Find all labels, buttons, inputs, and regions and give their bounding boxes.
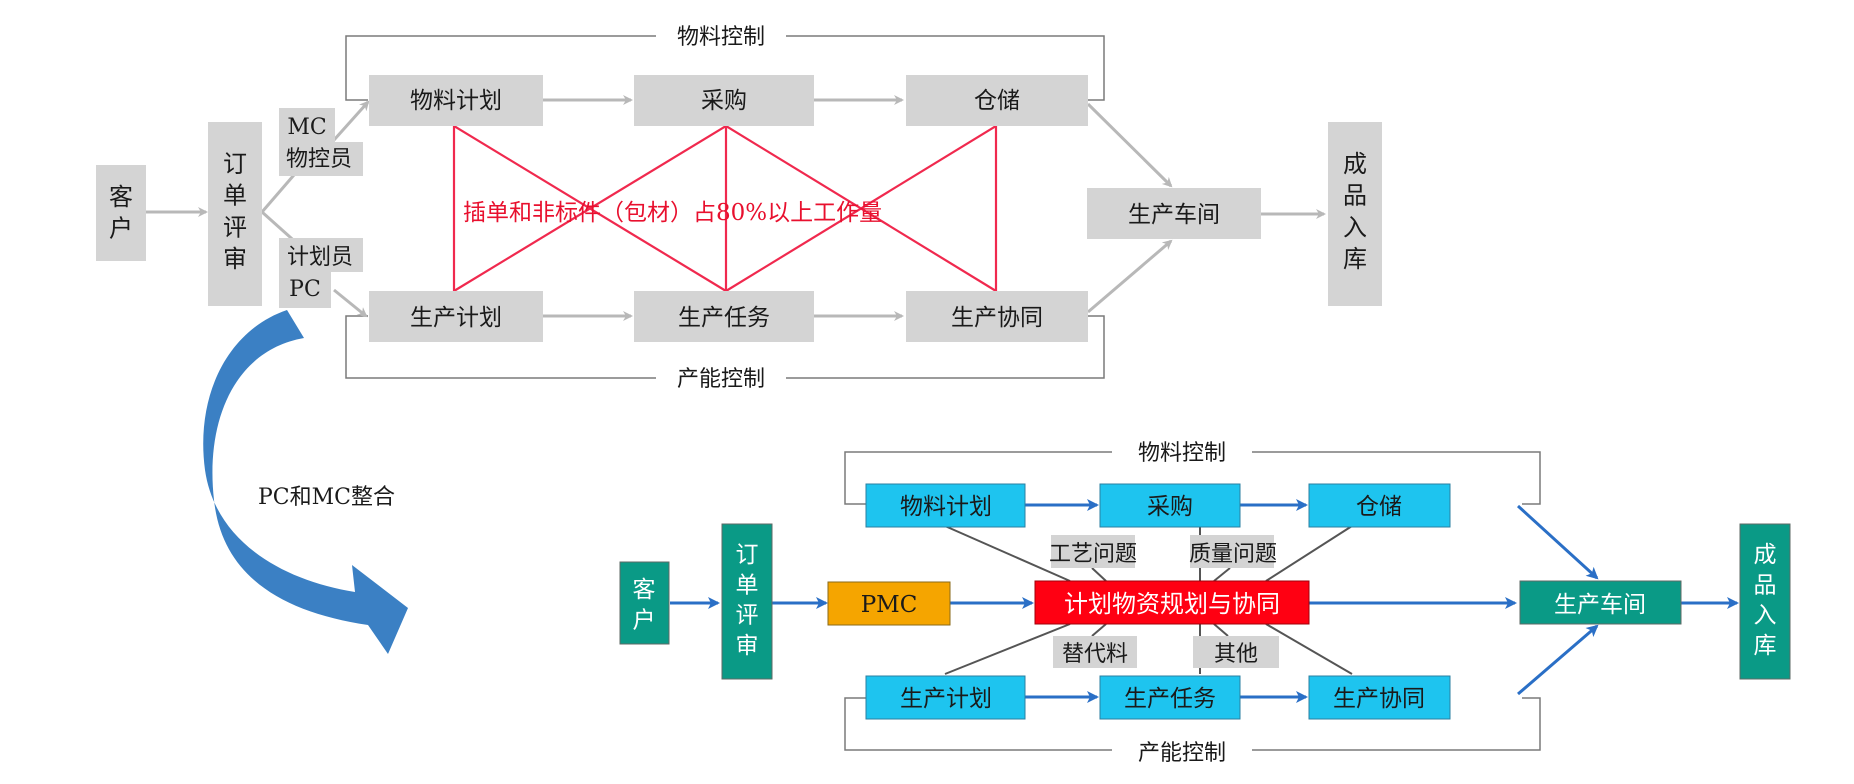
before-purchasing-label: 采购	[701, 88, 747, 114]
before-order-review-label: 订单评审	[223, 150, 247, 273]
before-production-plan-label: 生产计划	[410, 305, 502, 331]
vertical-char: 评	[736, 603, 759, 629]
pmc-label: PMC	[861, 592, 918, 618]
before-customer-box: 客户	[96, 165, 146, 261]
after-production-task-label: 生产任务	[1124, 686, 1216, 712]
before-production-task-label: 生产任务	[678, 305, 770, 331]
arrow-warehouse-to-workshop	[1086, 102, 1173, 188]
before-workshop-label: 生产车间	[1128, 202, 1220, 228]
after-customer-label: 客户	[633, 577, 656, 633]
vertical-char: 单	[736, 572, 759, 598]
after-purchasing-label: 采购	[1147, 494, 1193, 520]
arrow-coord-to-workshop	[1087, 239, 1173, 314]
capacity-control-label: 产能控制	[677, 367, 765, 392]
pmc-box: PMC	[827, 581, 951, 626]
pc-role-code: PC	[289, 277, 321, 302]
pc-role-box: 计划员 PC	[279, 238, 363, 308]
issue-other-label: 其他	[1214, 642, 1258, 667]
after-arrow-coord-to-workshop	[1517, 624, 1599, 696]
issue-tag-substitute: 替代料	[1053, 636, 1137, 668]
after-workshop-box: 生产车间	[1519, 580, 1682, 625]
issue-substitute-label: 替代料	[1062, 642, 1128, 667]
before-warehouse-box: 仓储	[906, 75, 1088, 126]
after-production-plan-label: 生产计划	[900, 686, 992, 712]
after-arrow-warehouse-to-workshop	[1516, 504, 1599, 580]
issue-tag-quality: 质量问题	[1189, 535, 1277, 568]
transition-label: PC和MC整合	[258, 485, 395, 510]
after-diagram: 物料控制 产能控制 工艺问题 质量问题 替代料	[619, 436, 1791, 766]
vertical-char: 客	[633, 577, 656, 603]
vertical-char: 成	[1343, 150, 1367, 178]
before-customer-label: 客户	[109, 183, 133, 243]
before-production-coord-label: 生产协同	[951, 305, 1043, 331]
material-control-label: 物料控制	[677, 25, 765, 50]
workload-cross-lines	[452, 125, 998, 292]
mc-role-title: 物控员	[286, 147, 352, 172]
after-material-plan-label: 物料计划	[900, 494, 992, 520]
before-purchasing-box: 采购	[634, 75, 814, 126]
after-workshop-label: 生产车间	[1554, 592, 1646, 618]
after-warehouse-box: 仓储	[1308, 483, 1451, 528]
vertical-char: 审	[736, 633, 759, 659]
after-warehouse-label: 仓储	[1356, 494, 1402, 520]
vertical-char: 审	[223, 245, 247, 273]
after-order-review-label: 订单评审	[736, 542, 759, 659]
after-production-coord-label: 生产协同	[1333, 686, 1425, 712]
after-production-plan-box: 生产计划	[865, 675, 1026, 720]
mc-role-code: MC	[287, 115, 326, 140]
after-material-control-label: 物料控制	[1138, 441, 1226, 466]
before-finished-goods-label: 成品入库	[1343, 150, 1367, 273]
vertical-char: 成	[1754, 542, 1777, 568]
vertical-char: 订	[223, 150, 247, 178]
after-order-review-box: 订单评审	[721, 523, 773, 680]
before-warehouse-label: 仓储	[974, 88, 1020, 114]
issue-tag-process: 工艺问题	[1049, 535, 1137, 568]
workload-note: 插单和非标件（包材）占80%以上工作量	[463, 200, 882, 226]
core-label: 计划物资规划与协同	[1064, 590, 1280, 618]
before-order-review-box: 订单评审	[208, 122, 262, 306]
vertical-char: 订	[736, 542, 759, 568]
vertical-char: 户	[633, 607, 656, 633]
vertical-char: 客	[109, 183, 133, 211]
vertical-char: 品	[1754, 572, 1777, 598]
curved-arrow-icon	[203, 310, 408, 654]
after-production-coord-box: 生产协同	[1308, 675, 1451, 720]
before-production-task-box: 生产任务	[634, 291, 814, 342]
transition: PC和MC整合	[203, 310, 408, 654]
before-production-coord-box: 生产协同	[906, 291, 1088, 342]
after-material-plan-box: 物料计划	[865, 483, 1026, 528]
after-finished-goods-box: 成品入库	[1739, 523, 1791, 680]
vertical-char: 评	[223, 213, 247, 241]
after-customer-box: 客户	[619, 561, 670, 645]
vertical-char: 库	[1754, 633, 1777, 659]
vertical-char: 单	[223, 182, 247, 210]
after-finished-goods-label: 成品入库	[1754, 542, 1777, 659]
core-box: 计划物资规划与协同	[1034, 580, 1310, 625]
issue-tag-other: 其他	[1193, 636, 1279, 668]
after-capacity-control-label: 产能控制	[1138, 741, 1226, 766]
issue-quality-label: 质量问题	[1189, 542, 1277, 567]
before-production-plan-box: 生产计划	[369, 291, 543, 342]
before-finished-goods-box: 成品入库	[1328, 122, 1382, 306]
before-material-plan-label: 物料计划	[410, 88, 502, 114]
before-diagram: 物料控制 产能控制 插单和非标件（包材）占80%以上工作量	[96, 20, 1382, 392]
mc-role-box: MC 物控员	[279, 108, 363, 176]
before-material-plan-box: 物料计划	[369, 75, 543, 126]
pc-role-title: 计划员	[287, 245, 353, 270]
arrow-mc-to-material-plan	[332, 100, 370, 142]
vertical-char: 入	[1754, 603, 1777, 629]
after-production-task-box: 生产任务	[1099, 675, 1241, 720]
arrow-pc-to-production-plan	[333, 288, 368, 318]
vertical-char: 品	[1343, 182, 1367, 210]
vertical-char: 入	[1343, 213, 1367, 241]
vertical-char: 户	[109, 215, 133, 243]
after-purchasing-box: 采购	[1099, 483, 1241, 528]
issue-process-label: 工艺问题	[1049, 542, 1137, 567]
before-workshop-box: 生产车间	[1087, 188, 1261, 239]
vertical-char: 库	[1343, 245, 1367, 273]
